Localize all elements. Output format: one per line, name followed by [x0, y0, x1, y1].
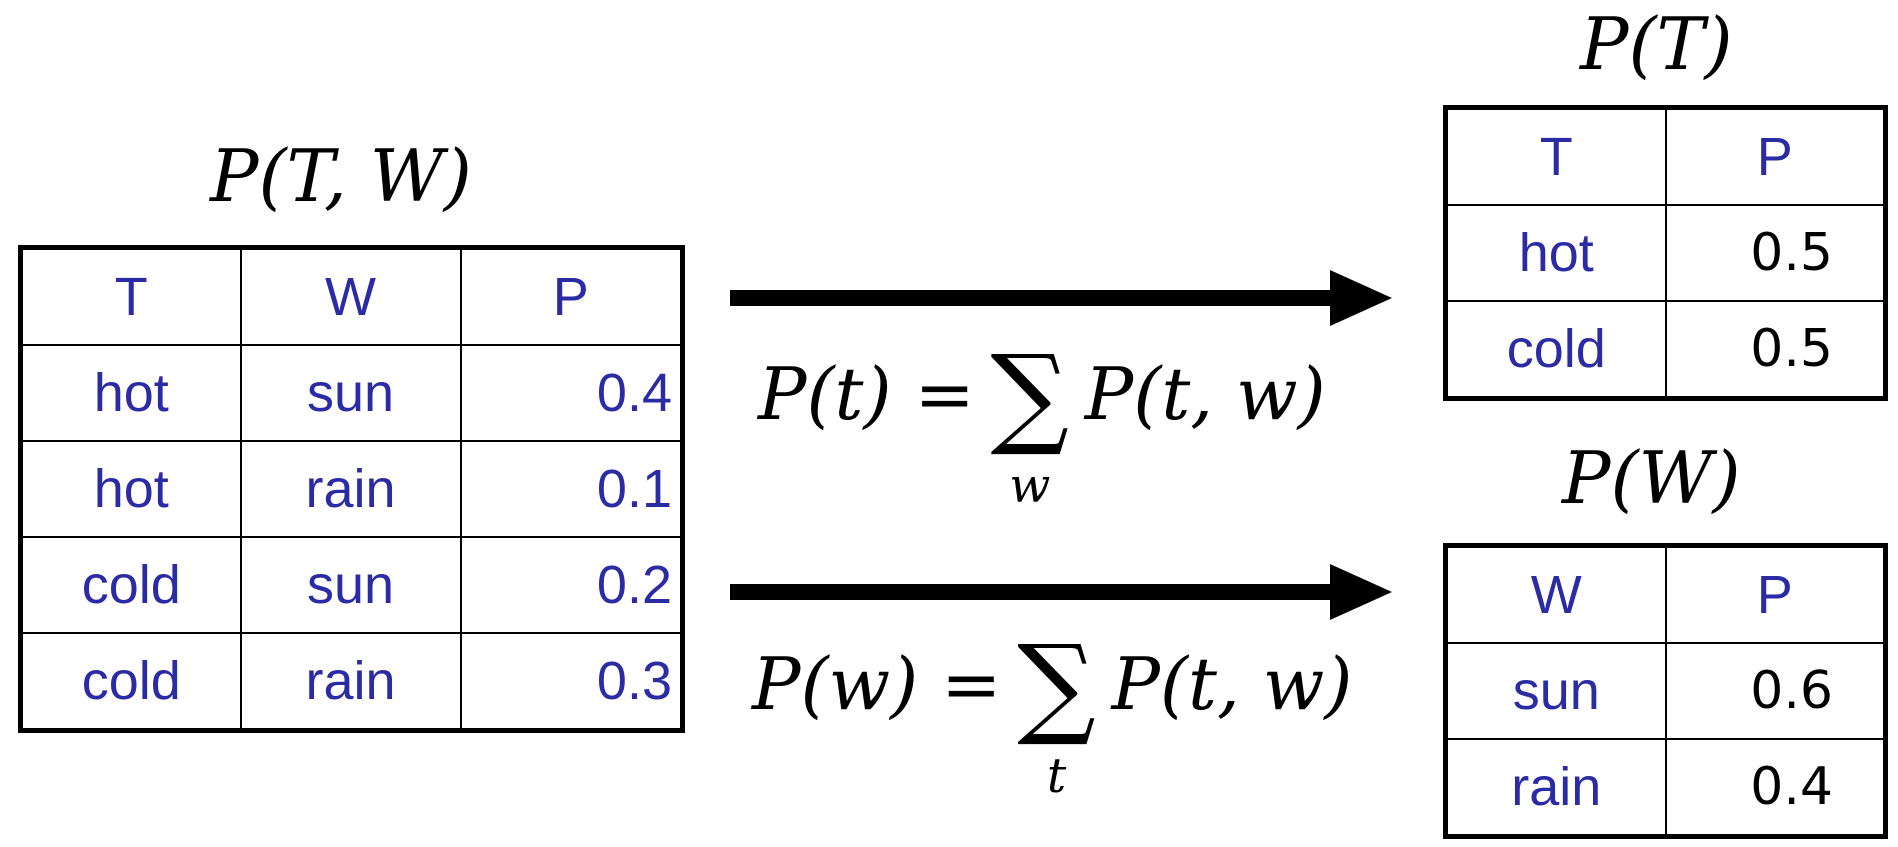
summation-index: t — [1046, 748, 1067, 804]
column-header-p: P — [459, 246, 684, 346]
formula-lhs: P(t) = — [758, 352, 975, 436]
table-row: cold rain 0.3 — [19, 632, 684, 732]
arrowhead-icon — [1330, 564, 1392, 620]
table-header-row: T W P — [19, 246, 684, 346]
cell-p: 0.6 — [1664, 642, 1887, 740]
column-header-t: T — [19, 246, 242, 346]
cell-w: sun — [239, 344, 462, 442]
joint-title: P(T, W) — [210, 134, 472, 218]
cell-w: sun — [1444, 642, 1667, 740]
cell-w: sun — [239, 536, 462, 634]
cell-t: cold — [1444, 300, 1667, 400]
table-row: cold 0.5 — [1444, 300, 1887, 400]
formula-rhs: P(t, w) — [1084, 352, 1326, 436]
summation-symbol: ∑w — [985, 331, 1075, 510]
column-header-w: W — [1444, 544, 1667, 644]
cell-p: 0.4 — [459, 344, 684, 442]
table-row: cold sun 0.2 — [19, 536, 684, 634]
formula-lhs: P(w) = — [752, 642, 1002, 726]
table-row: hot sun 0.4 — [19, 344, 684, 442]
table-row: hot rain 0.1 — [19, 440, 684, 538]
cell-p: 0.2 — [459, 536, 684, 634]
sigma-icon: ∑ — [1017, 621, 1096, 749]
cell-t: cold — [19, 536, 242, 634]
summation-symbol: ∑t — [1011, 621, 1101, 800]
table-header-row: T P — [1444, 106, 1887, 206]
cell-p: 0.5 — [1664, 300, 1887, 400]
marginal-w-table: W P sun 0.6 rain 0.4 — [1443, 543, 1888, 839]
arrow-shaft — [730, 584, 1350, 600]
cell-t: hot — [1444, 204, 1667, 302]
column-header-p: P — [1664, 544, 1887, 644]
arrowhead-icon — [1330, 270, 1392, 326]
cell-w: rain — [239, 632, 462, 732]
arrow-shaft — [730, 290, 1350, 306]
joint-table: T W P hot sun 0.4 hot rain 0.1 cold sun … — [18, 245, 685, 733]
cell-w: rain — [1444, 738, 1667, 838]
cell-p: 0.1 — [459, 440, 684, 538]
sigma-icon: ∑ — [990, 331, 1070, 459]
marginal-w-title: P(W) — [1562, 436, 1741, 520]
marginal-t-table: T P hot 0.5 cold 0.5 — [1443, 105, 1888, 401]
summation-index: w — [1009, 458, 1051, 514]
cell-t: cold — [19, 632, 242, 732]
column-header-p: P — [1664, 106, 1887, 206]
formula-rhs: P(t, w) — [1111, 642, 1353, 726]
table-row: rain 0.4 — [1444, 738, 1887, 838]
cell-w: rain — [239, 440, 462, 538]
table-header-row: W P — [1444, 544, 1887, 644]
table-row: sun 0.6 — [1444, 642, 1887, 740]
cell-p: 0.3 — [459, 632, 684, 732]
cell-t: hot — [19, 344, 242, 442]
cell-p: 0.4 — [1664, 738, 1887, 838]
column-header-t: T — [1444, 106, 1667, 206]
column-header-w: W — [239, 246, 462, 346]
marginal-t-title: P(T) — [1580, 2, 1733, 86]
cell-t: hot — [19, 440, 242, 538]
cell-p: 0.5 — [1664, 204, 1887, 302]
table-row: hot 0.5 — [1444, 204, 1887, 302]
